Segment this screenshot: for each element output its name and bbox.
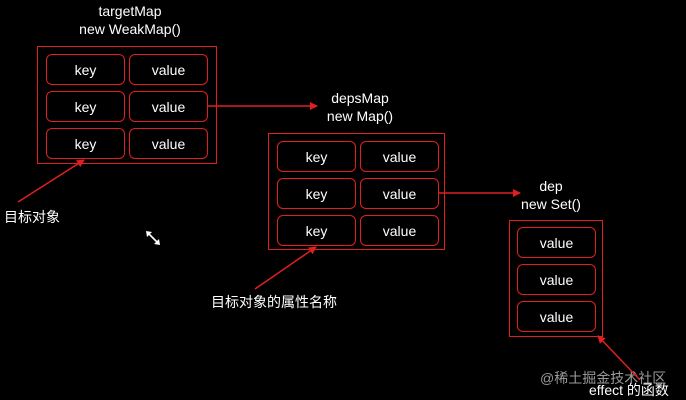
depsmap-key-3: key (277, 215, 356, 246)
depsmap-value-2: value (360, 178, 439, 209)
targetmap-key-3: key (46, 128, 125, 159)
targetmap-value-3: value (129, 128, 208, 159)
dep-box (509, 220, 603, 337)
dep-ctor: new Set() (521, 196, 581, 212)
dep-name: dep (539, 178, 563, 194)
caption-effect-fn: effect 的函数 (589, 382, 669, 398)
arrow-target-property (254, 246, 317, 290)
depsmap-name: depsMap (331, 90, 389, 106)
dep-title: dep new Set() (481, 177, 621, 213)
depsmap-box (268, 133, 445, 250)
depsmap-title: depsMap new Map() (280, 89, 440, 125)
dep-value-1: value (517, 227, 596, 258)
dep-value-3: value (517, 301, 596, 332)
arrow-effect-fn (597, 335, 641, 381)
targetmap-value-1: value (129, 54, 208, 85)
depsmap-value-1: value (360, 141, 439, 172)
targetmap-value-2: value (129, 91, 208, 122)
resize-cursor-icon (144, 229, 162, 247)
depsmap-key-2: key (277, 178, 356, 209)
targetmap-key-1: key (46, 54, 125, 85)
targetmap-name: targetMap (98, 3, 162, 19)
caption-target-object: 目标对象 (4, 209, 60, 225)
targetmap-box (37, 46, 217, 164)
depsmap-key-1: key (277, 141, 356, 172)
caption-target-property: 目标对象的属性名称 (211, 294, 337, 310)
dep-value-2: value (517, 264, 596, 295)
depsmap-ctor: new Map() (326, 108, 394, 124)
depsmap-value-3: value (360, 215, 439, 246)
arrow-target-object (17, 159, 85, 203)
targetmap-key-2: key (46, 91, 125, 122)
targetmap-ctor: new WeakMap() (79, 21, 181, 37)
targetmap-title: targetMap new WeakMap() (50, 2, 210, 38)
